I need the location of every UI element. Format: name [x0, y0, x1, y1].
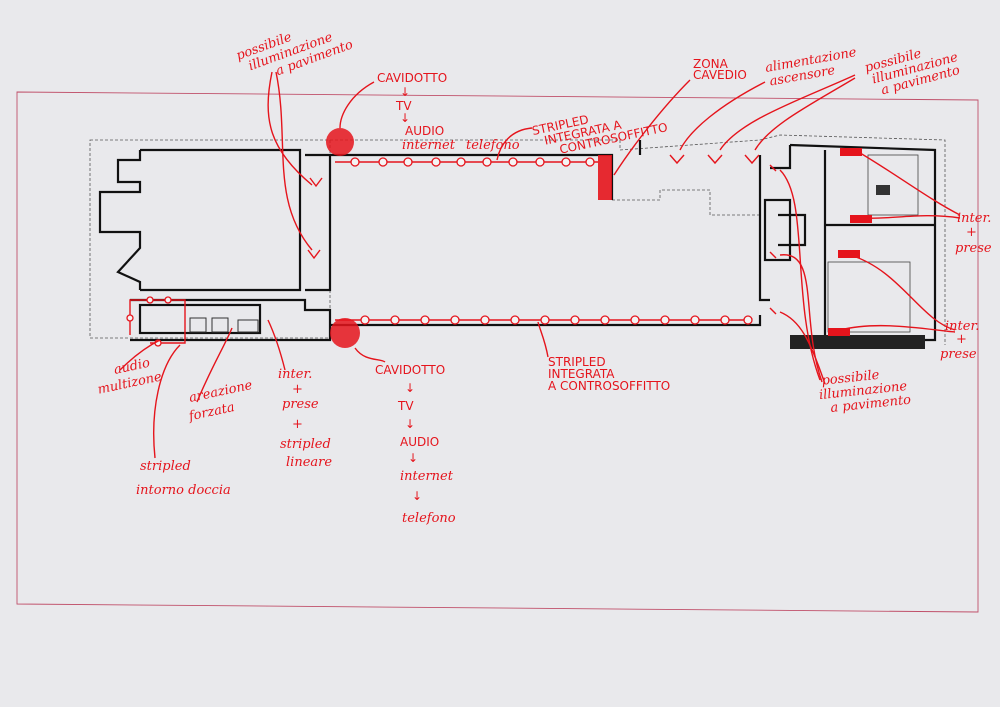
label-floor-light-left: possibile illuminazione a pavimento: [234, 11, 355, 90]
svg-text:↓: ↓: [405, 381, 415, 395]
sheet-border: [16, 91, 979, 613]
label-switches-right-2: inter. + prese: [940, 319, 984, 362]
label-conduit-bottom: CAVIDOTTO ↓ TV ↓ AUDIO ↓ internet ↓ tele…: [375, 363, 456, 526]
shaft-hatch: [598, 155, 612, 200]
stripled-top-line: [335, 157, 598, 167]
svg-text:telefono: telefono: [402, 511, 456, 526]
svg-text:CAVIDOTTO: CAVIDOTTO: [377, 71, 447, 85]
label-shaft-zone: ZONA CAVEDIO: [693, 57, 747, 82]
label-stripled-bottom: STRIPLED INTEGRATA A CONTROSOFFITTO: [548, 355, 670, 393]
left-wing-outline: [89, 139, 331, 339]
svg-text:TV: TV: [397, 399, 414, 413]
label-ventilation: areazione forzata: [183, 377, 262, 425]
svg-text:internet: internet: [400, 469, 454, 484]
label-conduit-top: CAVIDOTTO ↓ TV ↓ AUDIO internet telefono: [377, 71, 520, 153]
label-floor-light-bottom-right: possibile illuminazione a pavimento: [817, 365, 913, 417]
svg-text:↓: ↓: [412, 489, 422, 503]
stripled-bottom-line: [335, 315, 753, 325]
svg-text:↓: ↓: [408, 451, 418, 465]
right-rooms-walls: [763, 143, 937, 349]
svg-text:internet: internet: [402, 138, 456, 153]
outline-top: [330, 134, 946, 345]
main-hall-walls: [330, 140, 770, 327]
floor-light-markers: [307, 154, 777, 315]
conduit-top-icon: [326, 128, 354, 156]
svg-text:telefono: telefono: [466, 138, 520, 153]
shaft-outline: [612, 189, 760, 216]
label-switches-left: inter. + prese + stripled lineare: [278, 367, 335, 470]
label-lift-power: alimentazione ascensore: [764, 44, 864, 89]
svg-text:↓: ↓: [400, 85, 410, 99]
svg-text:AUDIO: AUDIO: [405, 124, 444, 138]
label-switches-right-1: inter. + prese: [955, 211, 996, 256]
svg-text:AUDIO: AUDIO: [400, 435, 439, 449]
svg-text:↓: ↓: [405, 417, 415, 431]
conduit-bottom-icon: [330, 318, 360, 348]
label-stripled-top: STRIPLED INTEGRATA A CONTROSOFFITTO: [531, 97, 669, 162]
label-floor-light-top-right: possibile illuminazione a pavimento: [863, 36, 967, 101]
leader-lines: [119, 71, 961, 459]
svg-text:↓: ↓: [400, 111, 410, 125]
svg-text:TV: TV: [395, 99, 412, 113]
label-audio: audio multizone: [93, 354, 163, 398]
svg-text:CAVIDOTTO: CAVIDOTTO: [375, 363, 445, 377]
left-wing-walls: [98, 148, 332, 342]
label-shower-strip: stripled intorno doccia: [136, 459, 231, 498]
